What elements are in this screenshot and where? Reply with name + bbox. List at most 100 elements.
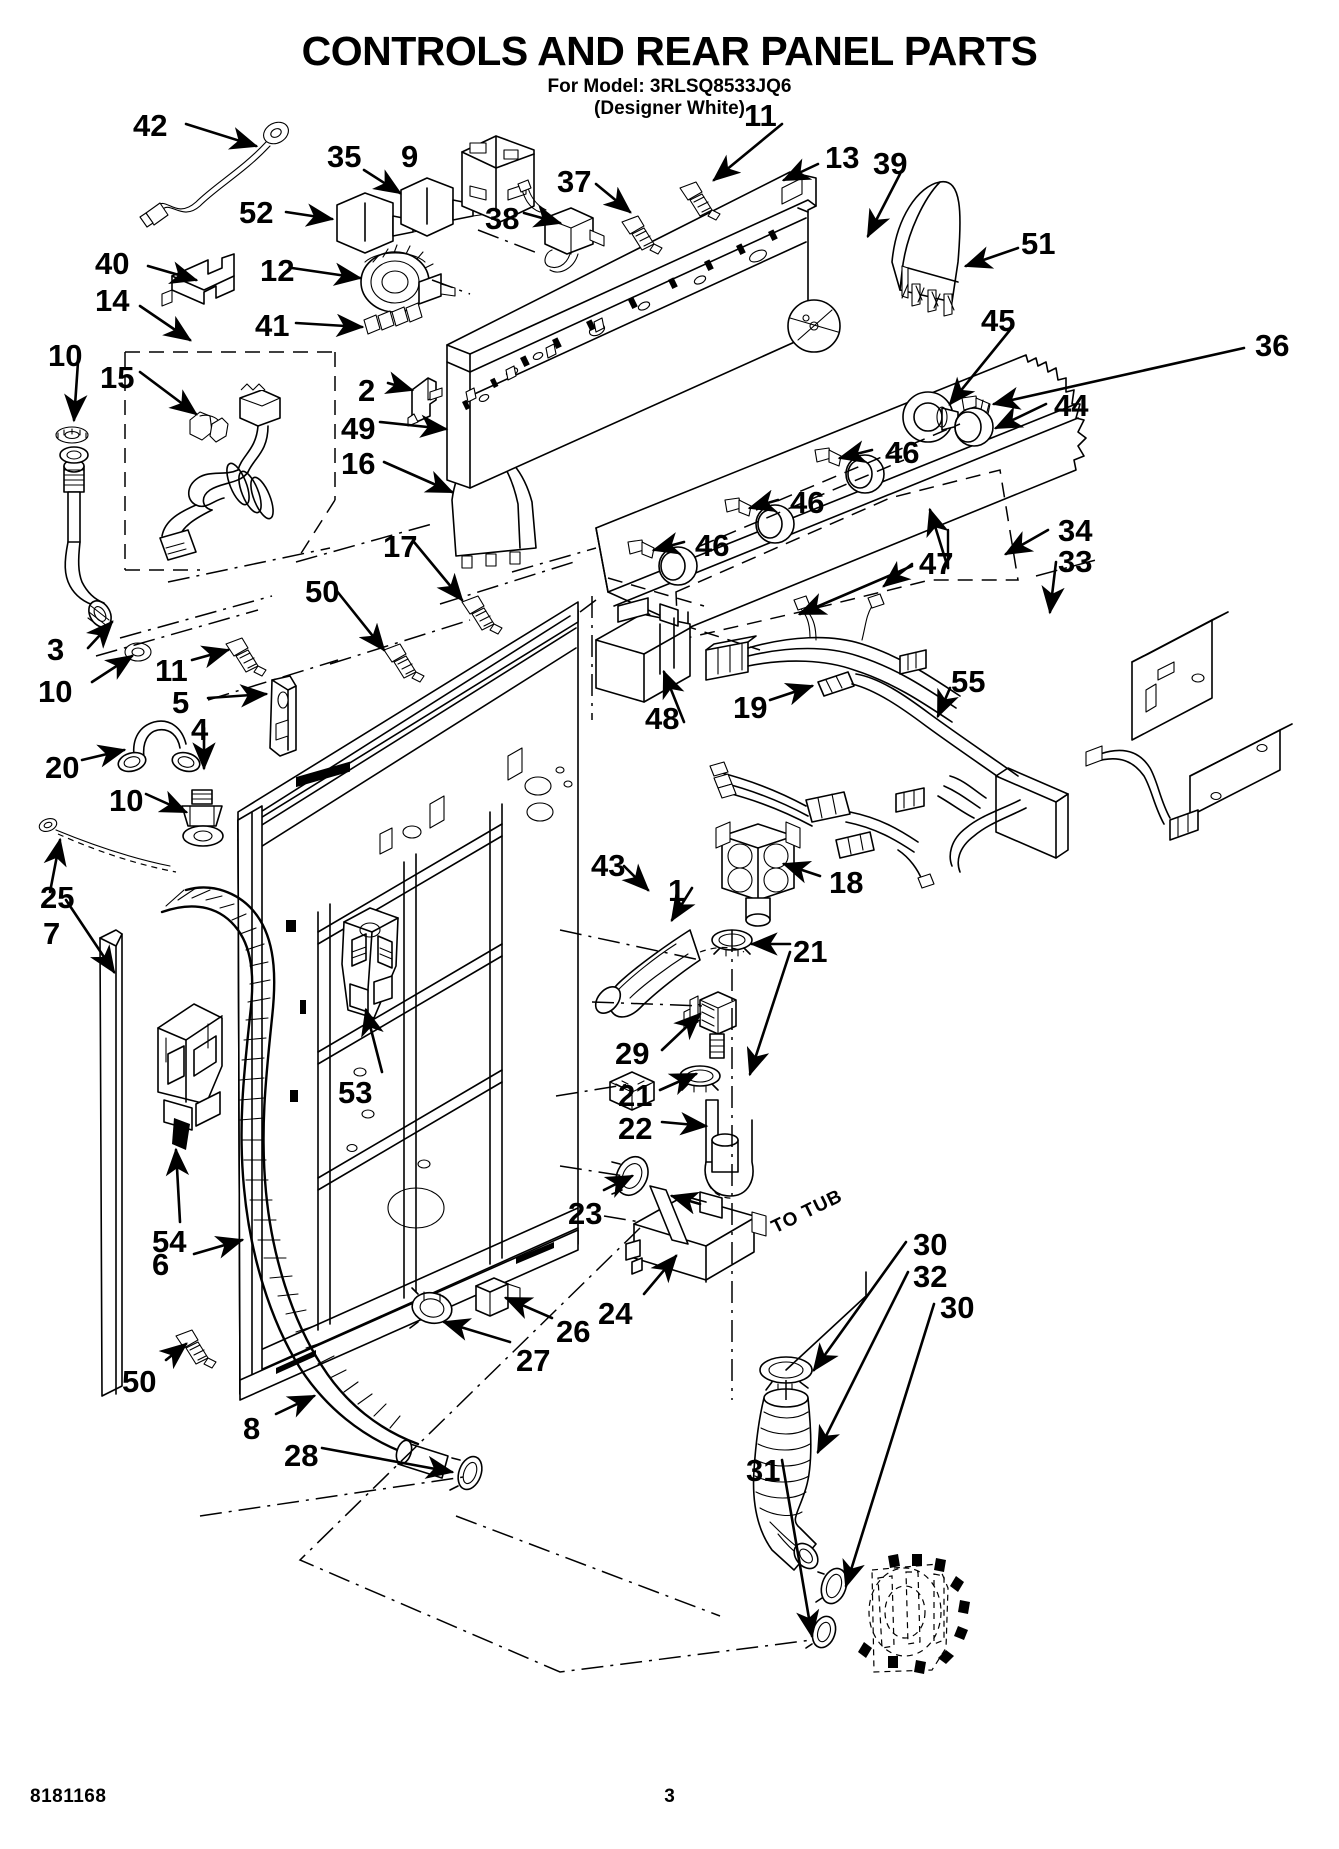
color-line: (Designer White)	[594, 98, 745, 119]
callout-13: 13	[825, 140, 860, 175]
callout-43: 43	[591, 848, 626, 883]
callout-14: 14	[95, 283, 130, 318]
part-7-corner-trim	[99, 929, 123, 1397]
callout-46c: 46	[695, 528, 730, 563]
callout-31: 31	[746, 1453, 781, 1488]
part-1-inlet-hose	[594, 929, 745, 1018]
part-13-console-rail	[446, 171, 817, 489]
callout-22: 22	[618, 1111, 653, 1146]
callout-52: 52	[239, 195, 274, 230]
callout-26: 26	[556, 1314, 591, 1349]
part-15-power-cord	[159, 383, 281, 561]
part-12-timer-dial	[360, 244, 456, 313]
callout-16: 16	[341, 446, 376, 481]
part-43-connector	[609, 1071, 655, 1111]
callout-32: 32	[913, 1259, 948, 1294]
callout-35: 35	[327, 139, 362, 174]
part-2-bracket	[407, 377, 443, 427]
part-25-cable-tie	[38, 818, 177, 873]
callout-33: 33	[1058, 544, 1093, 579]
part-3-inlet-tube	[59, 446, 112, 631]
callout-7: 7	[43, 916, 61, 951]
callout-49: 49	[341, 411, 376, 446]
callout-50b: 50	[122, 1364, 157, 1399]
callout-27: 27	[516, 1343, 551, 1378]
page-title: CONTROLS AND REAR PANEL PARTS	[301, 28, 1038, 74]
callout-20: 20	[45, 750, 80, 785]
part-4-bolt	[181, 789, 223, 827]
callout-10b: 10	[38, 674, 73, 709]
callout-5: 5	[172, 685, 190, 720]
callout-1: 1	[668, 873, 686, 908]
part-33-bracket	[1189, 723, 1293, 817]
part-17-screw	[461, 595, 503, 635]
callout-12: 12	[260, 253, 295, 288]
callout-36: 36	[1255, 328, 1290, 363]
callout-2: 2	[358, 373, 376, 408]
callout-34: 34	[1058, 513, 1093, 548]
callout-23: 23	[568, 1196, 603, 1231]
part-27-clamp	[409, 1287, 453, 1329]
callout-30b: 30	[940, 1290, 975, 1325]
alignment-axes	[95, 229, 1097, 1673]
part-11-screw-a	[679, 181, 721, 221]
callout-21a: 21	[793, 934, 828, 969]
callout-10a: 10	[48, 338, 83, 373]
part-51-endcap	[891, 181, 961, 317]
callout-18: 18	[829, 865, 864, 900]
part-11-screw-b	[225, 637, 267, 677]
callout-8: 8	[243, 1411, 261, 1446]
callout-29: 29	[615, 1036, 650, 1071]
part-50-screw-b	[175, 1329, 217, 1369]
part-44-cap	[954, 407, 994, 447]
part-10-washer-c	[182, 825, 224, 847]
callout-3: 3	[47, 632, 65, 667]
leader-lines	[43, 122, 1246, 1639]
callout-47: 47	[919, 546, 954, 581]
document-number: 8181168	[30, 1786, 107, 1807]
part-10-washer-a	[55, 426, 89, 444]
callout-11b: 11	[155, 653, 188, 688]
callout-4: 4	[191, 712, 209, 747]
part-41-clips	[363, 302, 423, 335]
part-6-rear-panel	[237, 601, 579, 1401]
callout-55: 55	[951, 664, 986, 699]
callout-40: 40	[95, 246, 130, 281]
callout-15: 15	[100, 360, 135, 395]
callout-39: 39	[873, 146, 908, 181]
to-tub-leader	[785, 1271, 867, 1371]
callout-10c: 10	[109, 783, 144, 818]
part-29-air-dome	[683, 991, 737, 1059]
part-50-screw-a	[383, 643, 425, 683]
model-line: For Model: 3RLSQ8533JQ6	[547, 76, 792, 97]
part-48-vent-duct	[595, 597, 691, 703]
pump-motor-phantom	[858, 1554, 970, 1674]
part-37-screw	[621, 215, 663, 255]
callout-17: 17	[383, 529, 418, 564]
callout-53: 53	[338, 1075, 373, 1110]
callout-44: 44	[1054, 388, 1089, 423]
part-harness-cluster-b	[709, 761, 935, 889]
callout-19: 19	[733, 690, 768, 725]
callout-51: 51	[1021, 226, 1056, 261]
callout-42: 42	[133, 108, 168, 143]
callout-41: 41	[255, 308, 290, 343]
callout-46b: 46	[790, 485, 825, 520]
part-19-main-harness	[705, 593, 1069, 859]
part-22-drain-hose	[704, 1099, 754, 1199]
callout-9: 9	[401, 139, 419, 174]
callout-37: 37	[557, 164, 592, 199]
page-number: 3	[664, 1786, 675, 1807]
part-15-group-box	[124, 351, 336, 571]
callout-54: 54	[152, 1224, 187, 1259]
callout-28: 28	[284, 1438, 319, 1473]
part-30-clamp-b	[815, 1567, 848, 1605]
part-46-knob-group-a	[814, 447, 885, 494]
part-28-clamp	[449, 1455, 483, 1491]
callout-25: 25	[40, 880, 75, 915]
callout-50a: 50	[305, 574, 340, 609]
part-24-pump-housing	[625, 1185, 767, 1283]
callout-48: 48	[645, 701, 680, 736]
callout-21b: 21	[618, 1078, 653, 1113]
